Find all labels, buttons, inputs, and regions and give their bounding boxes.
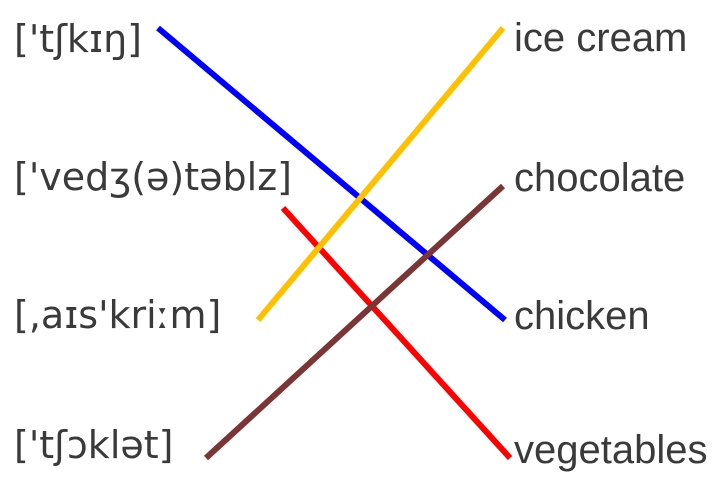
phonetic-vegetables: ['vedʒ(ə)təblz]	[14, 155, 292, 199]
word-ice-cream: ice cream	[514, 16, 688, 60]
word-chocolate: chocolate	[514, 156, 686, 200]
link-chicken	[156, 25, 507, 323]
phonetic-chicken: ['tʃkɪŋ]	[14, 17, 142, 61]
phonetic-ice-cream: [,aɪs'kriːm]	[14, 293, 222, 337]
link-ice-cream	[255, 26, 506, 322]
word-vegetables: vegetables	[514, 428, 708, 472]
word-chicken: chicken	[514, 294, 650, 338]
link-chocolate	[203, 183, 506, 461]
phonetic-chocolate: ['tʃɔklət]	[14, 423, 174, 467]
